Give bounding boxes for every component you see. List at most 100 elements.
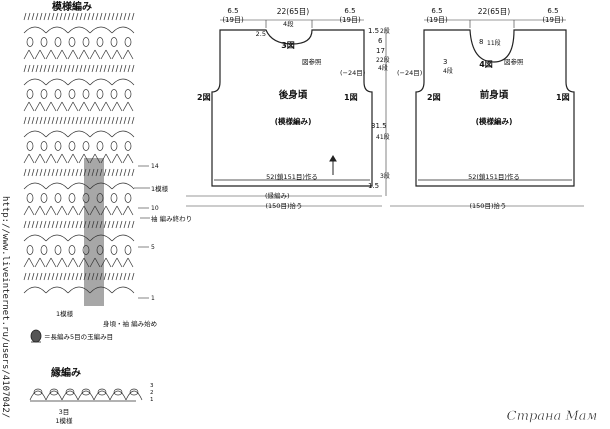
back-top-left-st: (19目) xyxy=(222,16,244,24)
measure-2: 17 xyxy=(376,47,385,55)
back-subtitle: (模様編み) xyxy=(275,116,312,126)
stitch-row xyxy=(23,78,135,86)
front-right-fig: 1図 xyxy=(556,93,570,102)
edging-row-numbers: 3 2 1 xyxy=(150,383,154,403)
stitch-row xyxy=(23,272,135,281)
edging-shell xyxy=(125,388,143,401)
back-pickup: (150目)拾う xyxy=(266,201,303,210)
stitch-row xyxy=(23,64,135,73)
edging-chart xyxy=(29,388,143,402)
pattern-row-numbers: 14 10 5 1 xyxy=(151,163,159,302)
back-top-right-st: (19目) xyxy=(339,16,361,24)
bobble-stitch-icon xyxy=(30,329,42,343)
edging-title: 縁編み xyxy=(51,366,81,379)
stitch-row xyxy=(23,182,135,190)
stitch-row xyxy=(26,37,132,47)
edging-shell xyxy=(93,388,111,401)
stitch-row xyxy=(23,116,135,125)
stitch-row xyxy=(23,286,135,294)
back-title: 後身頃 xyxy=(279,89,308,101)
back-neck-rows: 4段 xyxy=(283,19,294,28)
front-top-right-st: (19目) xyxy=(542,16,564,24)
row-number-1: 1 xyxy=(151,295,155,302)
stitch-row xyxy=(26,141,132,151)
edging-row-2: 2 xyxy=(150,390,154,396)
back-top-right: 6.5 xyxy=(344,7,355,15)
stitch-row xyxy=(23,205,134,216)
front-title: 前身頃 xyxy=(480,89,509,101)
edging-stitch-count: 3目 xyxy=(59,408,70,416)
front-neck-b-rows: 4段 xyxy=(443,67,453,75)
front-top-center: 22(65目) xyxy=(478,7,511,16)
measure-5: 1.5 xyxy=(368,182,379,190)
repeat-label-bottom: 1模様 xyxy=(56,309,74,318)
pattern-chart xyxy=(23,12,135,306)
measure-3-rows: 4段 xyxy=(378,64,388,72)
front-neck-a: 8 xyxy=(479,38,483,46)
stitch-row xyxy=(26,193,132,203)
repeat-label-right: 1模様 xyxy=(151,184,169,193)
measure-1-rows: 2段 xyxy=(380,27,390,35)
stitch-row xyxy=(26,245,132,255)
measure-3: 6 xyxy=(378,37,383,45)
pattern-title: 模様編み xyxy=(52,0,92,13)
back-left-fig: 2図 xyxy=(197,93,211,102)
back-top-left: 6.5 xyxy=(227,7,238,15)
stitch-row xyxy=(23,220,135,229)
edging-shell xyxy=(77,388,95,401)
front-top-left: 6.5 xyxy=(431,7,442,15)
watermark-url: http://www.liveinternet.ru/users/4107042… xyxy=(0,196,10,419)
stitch-row xyxy=(26,89,132,99)
measure-1: 1.5 xyxy=(368,27,379,35)
front-ref: 図参照 xyxy=(504,57,524,66)
stitch-row xyxy=(23,49,134,60)
stitch-row xyxy=(23,234,135,242)
row-number-10: 10 xyxy=(151,205,159,212)
back-neck-fig: 3図 xyxy=(281,41,295,50)
row-number-5: 5 xyxy=(151,244,155,251)
front-top-left-st: (19目) xyxy=(426,16,448,24)
repeat-highlight-band xyxy=(84,158,104,306)
front-pickup: (150目)拾う xyxy=(470,201,507,210)
front-top-right: 6.5 xyxy=(547,7,558,15)
stitch-row xyxy=(23,101,134,112)
sleeve-end-label: 袖 編み終わり xyxy=(151,214,192,223)
legend-text: ＝長編み5目の玉編み目 xyxy=(44,332,113,341)
front-subtitle: (模様編み) xyxy=(476,116,513,126)
front-neck-a-rows: 11段 xyxy=(487,39,501,47)
stitch-row xyxy=(23,12,135,21)
edging-shell xyxy=(29,388,47,401)
back-right-fig: 1図 xyxy=(344,93,358,102)
front-body-schematic xyxy=(415,29,575,187)
back-side-dec: (−24目) xyxy=(340,69,365,77)
measure-4-rows: 41段 xyxy=(376,133,390,141)
stitch-row xyxy=(23,26,135,34)
back-body-schematic xyxy=(211,29,373,187)
edging-shell xyxy=(45,388,63,401)
back-edge-label: (縁編み) xyxy=(265,191,290,200)
measure-2-rows: 22段 xyxy=(376,56,390,64)
front-neck-fig: 4図 xyxy=(479,60,493,69)
front-side-dec: (−24目) xyxy=(397,69,422,77)
stitch-row xyxy=(23,168,135,177)
row-number-14: 14 xyxy=(151,163,159,170)
stitch-row xyxy=(23,130,135,138)
start-label: 身頃・袖 編み始め xyxy=(103,319,157,328)
edging-row-1: 1 xyxy=(150,397,154,403)
edging-row-3: 3 xyxy=(150,383,154,389)
edging-shell xyxy=(61,388,79,401)
measure-4: 31.5 xyxy=(371,122,387,130)
front-neck-b: 3 xyxy=(443,58,447,66)
stitch-row xyxy=(23,257,134,268)
edging-repeat-label: 1模様 xyxy=(55,416,73,425)
vertical-measures: 1.5 2段 17 22段 6 4段 31.5 41段 1.5 3段 xyxy=(368,27,390,196)
back-ref: 図参照 xyxy=(302,57,322,66)
site-logo: Страна Мам xyxy=(507,409,598,424)
stitch-row xyxy=(23,153,134,164)
front-hem: 52(鎖151目)作る xyxy=(468,172,520,181)
edging-shell xyxy=(109,388,127,401)
measure-5-rows: 3段 xyxy=(380,172,390,180)
back-neck-depth: 2.5 xyxy=(256,30,266,38)
front-left-fig: 2図 xyxy=(427,93,441,102)
